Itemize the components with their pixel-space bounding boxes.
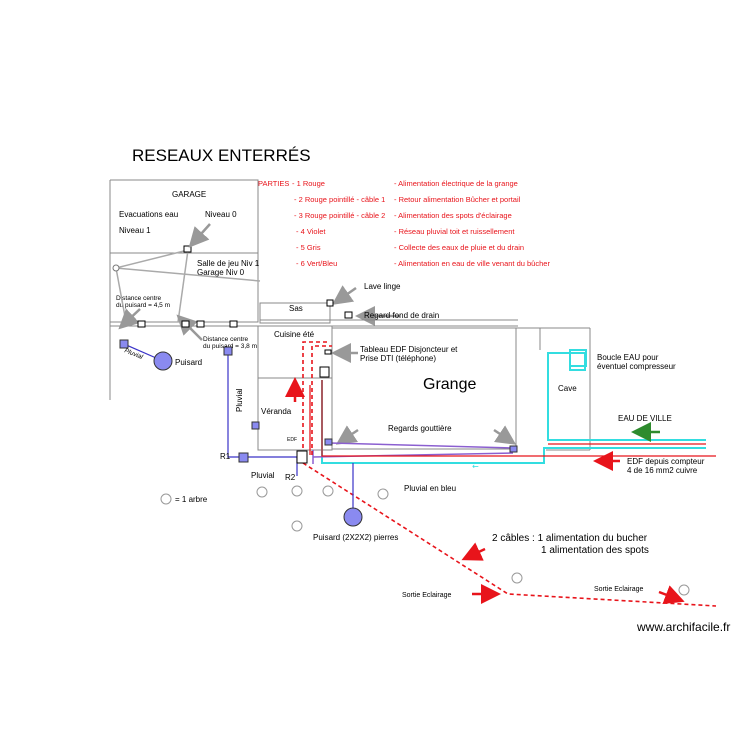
boucle-line2: éventuel compresseur — [597, 362, 676, 371]
sortie2-label: Sortie Eclairage — [594, 586, 644, 593]
pluvial-diag-label: Pluvial — [123, 347, 144, 361]
boucle-line1: Boucle EAU pour — [597, 353, 659, 362]
salle-jeu-label: Salle de jeu Niv 1 — [197, 259, 260, 268]
legend-item-3-label: - 3 Rouge pointillé - câble 2 — [294, 211, 385, 220]
garage-regards — [137, 320, 238, 328]
regard-drain-label: Regard fond de drain — [364, 311, 439, 320]
legend-item-2-desc: - Retour alimentation Bûcher et portail — [394, 195, 521, 204]
tree — [322, 485, 334, 497]
regards-label: Regards gouttière — [388, 424, 452, 433]
legend-item-4-desc: - Réseau pluvial toit et ruissellement — [394, 227, 515, 236]
eau-ville-label: EAU DE VILLE — [618, 414, 672, 423]
cave-label: Cave — [558, 384, 577, 393]
tree — [291, 485, 303, 497]
legend-item-5-label: - 5 Gris — [296, 243, 321, 252]
regard-r2 — [296, 450, 308, 464]
tree — [511, 572, 523, 584]
lave-linge-label: Lave linge — [364, 282, 401, 291]
gray-arrows — [118, 223, 517, 445]
evacuation-point — [112, 264, 120, 272]
tableau-small-box — [324, 349, 332, 355]
evacuations-label: Evacuations eau — [119, 210, 178, 219]
legend-item-2-label: - 2 Rouge pointillé - câble 1 — [294, 195, 385, 204]
r2-label: R2 — [285, 473, 296, 482]
sortie1-label: Sortie Eclairage — [402, 592, 452, 599]
distance1-line1: Distance centre — [116, 295, 162, 302]
water-flow-marker: ← — [472, 462, 479, 471]
distance1-line2: du puisard = 4,5 m — [116, 302, 170, 309]
legend-item-5-desc: - Collecte des eaux de pluie et du drain — [394, 243, 524, 252]
pluvial-network-purple — [312, 442, 514, 464]
cables-arrow — [461, 542, 486, 561]
legend-item-4-label: - 4 Violet — [296, 227, 326, 236]
tree — [377, 488, 389, 500]
sas-label: Sas — [289, 304, 303, 313]
niveau0-label: Niveau 0 — [205, 210, 237, 219]
sas-regard — [326, 299, 334, 307]
edf-compteur-line2: 4 de 16 mm2 cuivre — [627, 466, 698, 475]
edf-small-label: EDF — [287, 437, 297, 443]
legend-heading: PARTIES — [258, 179, 289, 188]
legend-item-3-desc: - Alimentation des spots d'éclairage — [394, 211, 512, 220]
garage-label: GARAGE — [172, 190, 206, 199]
pluvial-network-blue — [123, 343, 354, 514]
purple-regard-2 — [509, 445, 518, 453]
house-outlines — [257, 302, 591, 451]
puisard2-label: Puisard (2X2X2) pierres — [313, 533, 398, 542]
page-title: RESEAUX ENTERRÉS — [132, 146, 311, 165]
pluvial-vert-label: Pluvial — [235, 388, 244, 412]
electric-network-red — [309, 380, 716, 457]
pluvial-bleu-label: Pluvial en bleu — [404, 484, 456, 493]
pluvial-h-label: Pluvial — [251, 471, 275, 480]
purple-regard-1 — [324, 438, 333, 446]
niveau1-label: Niveau 1 — [119, 226, 151, 235]
legend-item-6-label: - 6 Vert/Bleu — [296, 259, 337, 268]
garage-niv-label: Garage Niv 0 — [197, 268, 245, 277]
edf-compteur-line1: EDF depuis compteur — [627, 457, 705, 466]
drain-regard — [344, 311, 353, 319]
tableau-line1: Tableau EDF Disjoncteur et — [360, 345, 458, 354]
evacuation-regard — [183, 245, 192, 253]
pluvial-regard-top — [223, 346, 233, 356]
puisard-label: Puisard — [175, 358, 202, 367]
veranda-label: Véranda — [261, 407, 292, 416]
cables-line2: 1 alimentation des spots — [541, 545, 649, 556]
pluvial-regard-veranda — [251, 421, 260, 430]
puisard-1 — [153, 351, 173, 371]
legend: PARTIES - 1 Rouge - Alimentation électri… — [258, 179, 550, 268]
watermark: www.archifacile.fr — [636, 620, 730, 634]
distance2-line1: Distance centre — [203, 336, 249, 343]
tree — [291, 520, 303, 532]
sortie2-arrow — [658, 585, 685, 605]
electric-cables-dashed — [302, 341, 717, 607]
pluvial-regard-garage — [119, 339, 129, 349]
tree — [160, 493, 172, 505]
drain-network-gray — [115, 249, 261, 323]
tableau-line2: Prise DTI (téléphone) — [360, 354, 436, 363]
tree — [678, 584, 690, 596]
legend-item-1-desc: - Alimentation électrique de la grange — [394, 179, 518, 188]
puisard-2 — [343, 507, 363, 527]
grange-label: Grange — [423, 376, 476, 393]
cables-line1: 2 câbles : 1 alimentation du bucher — [492, 533, 648, 544]
tableau-edf-box — [319, 366, 330, 378]
cuisine-label: Cuisine été — [274, 330, 315, 339]
legend-item-6-desc: - Alimentation en eau de ville venant du… — [394, 259, 550, 268]
tree — [256, 486, 268, 498]
regard-r1 — [238, 452, 249, 463]
arbre-label: = 1 arbre — [175, 495, 208, 504]
r1-label: R1 — [220, 452, 231, 461]
legend-item-1-label: - 1 Rouge — [292, 179, 325, 188]
